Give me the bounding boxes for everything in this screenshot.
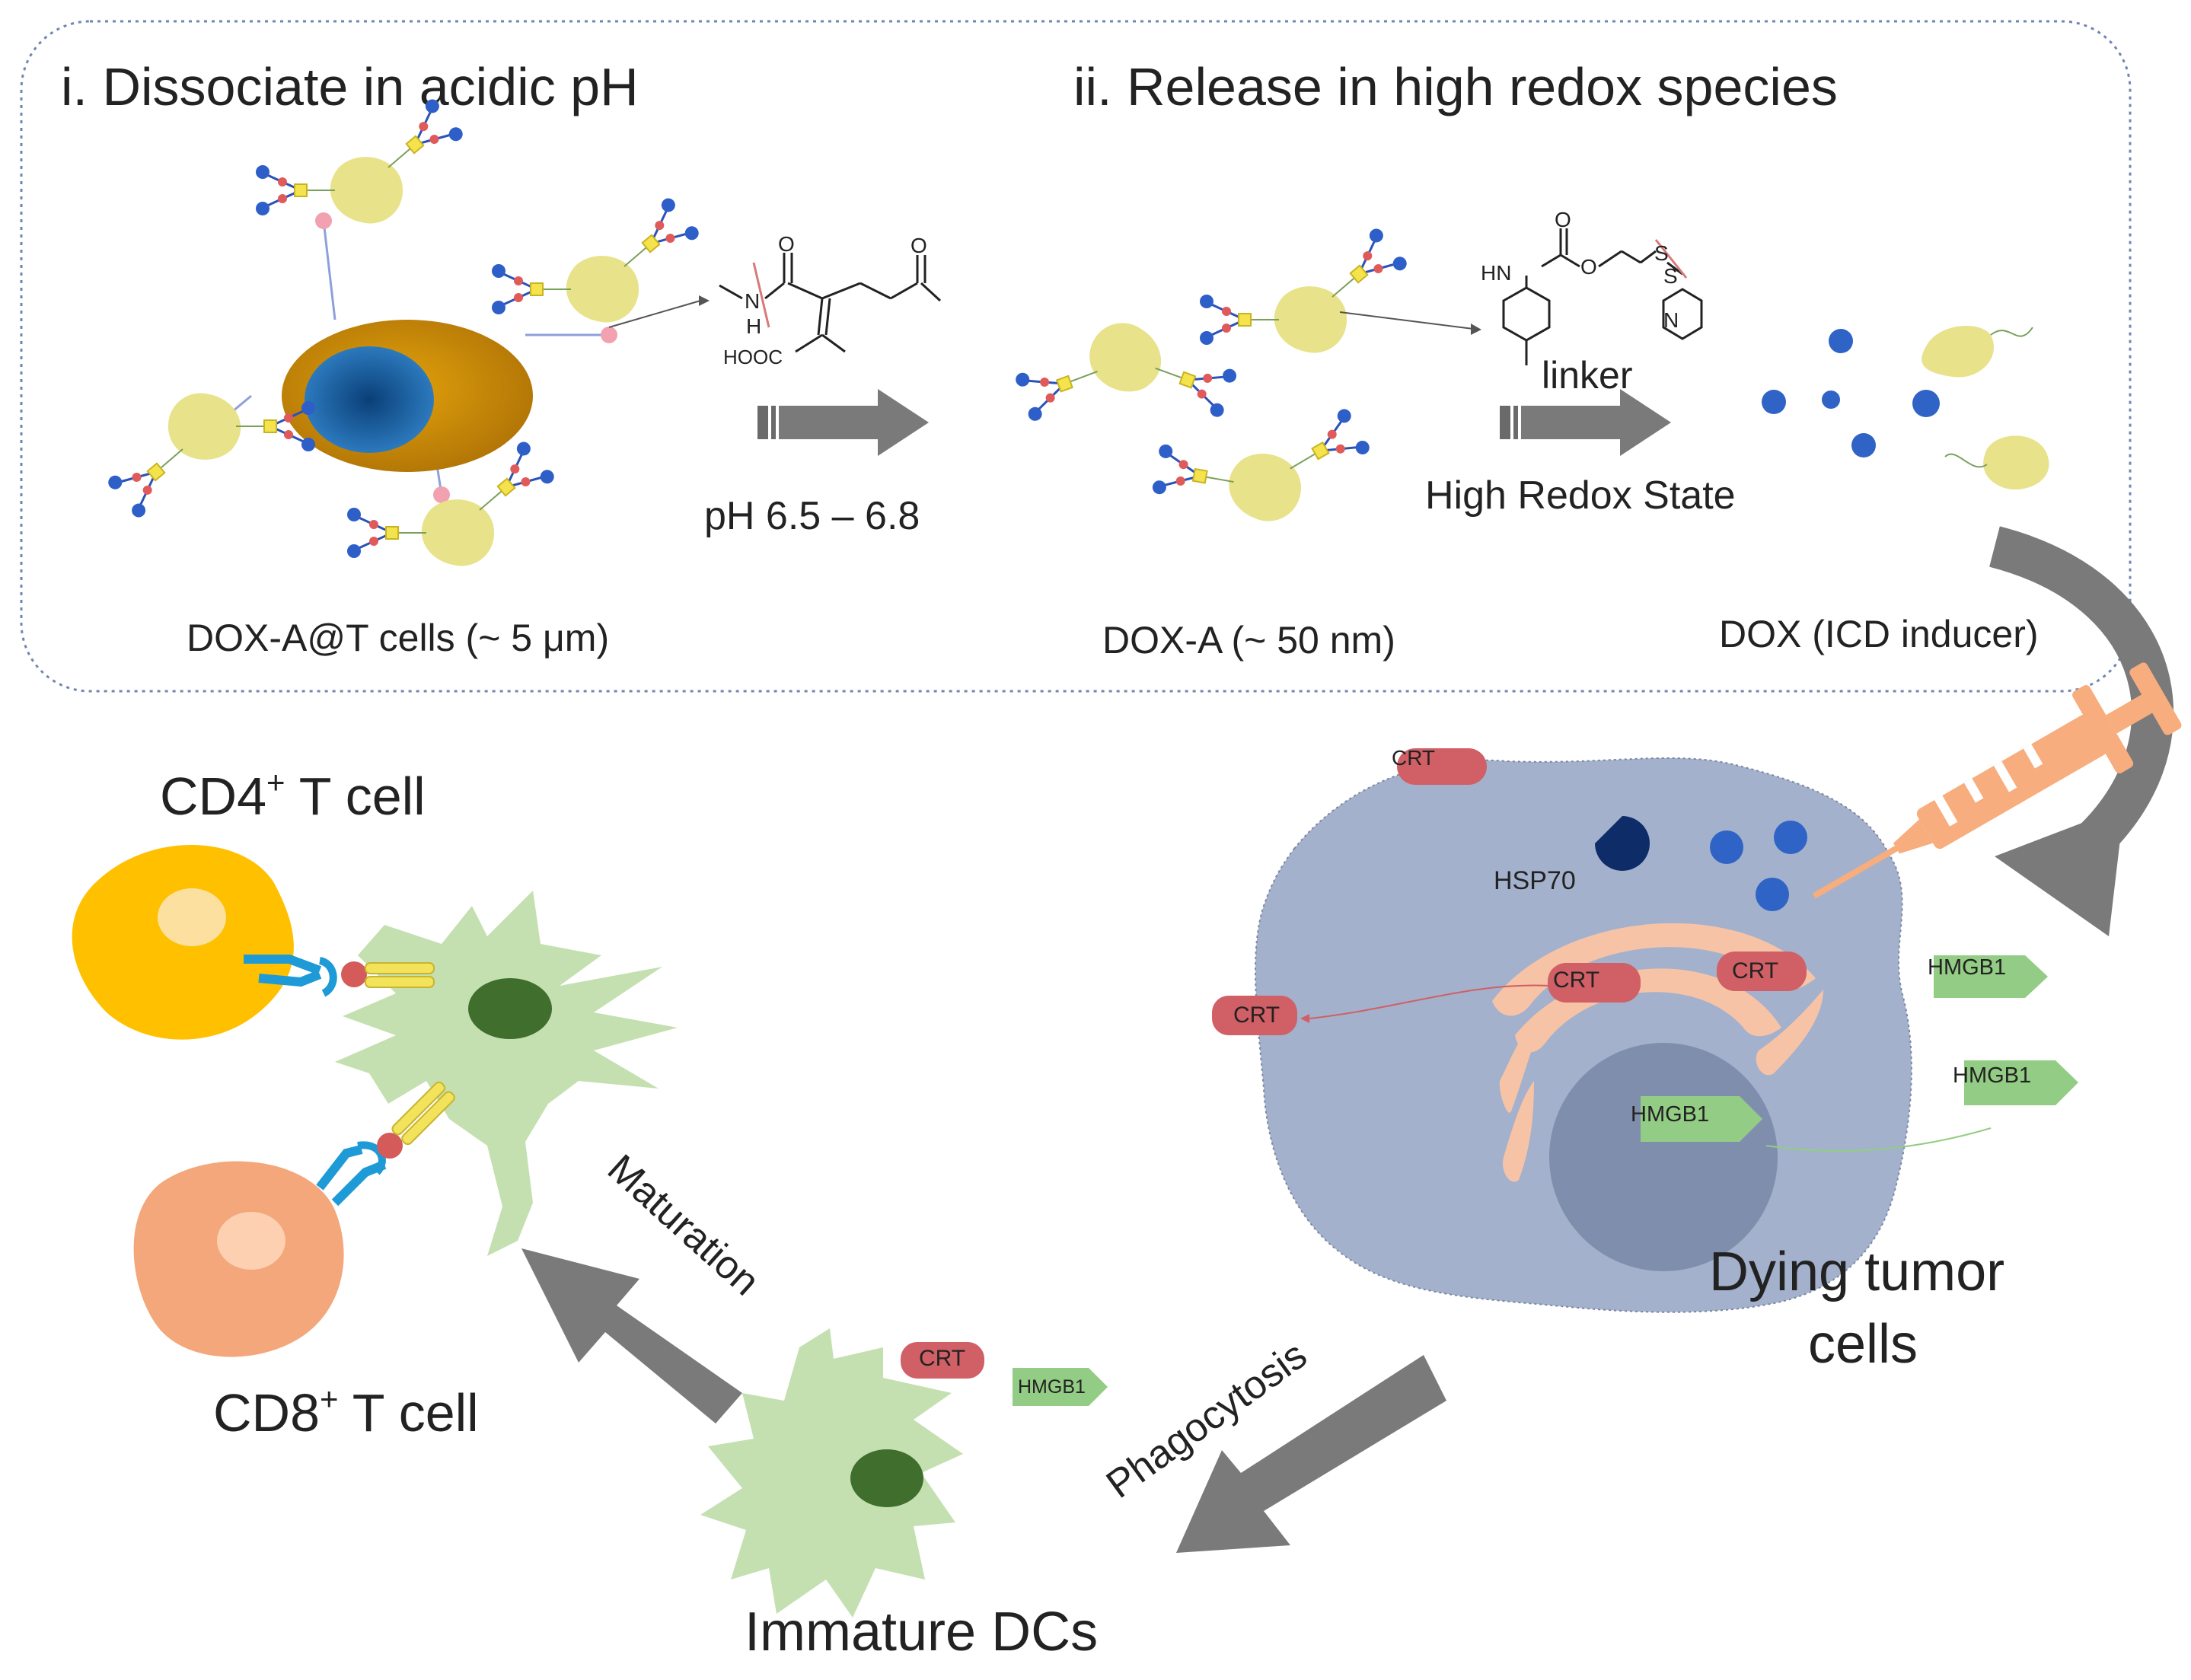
cd4-t-cell: [72, 845, 435, 1040]
label-dox-a-t-cells: DOX-A@T cells (~ 5 μm): [187, 617, 609, 659]
label-dox: DOX (ICD inducer): [1719, 613, 2039, 655]
crt-er-left-label: CRT: [1553, 968, 1599, 993]
hmgb1-released-1: HMGB1: [1928, 955, 2048, 998]
disulfide-linker-structure: [1502, 228, 1703, 365]
maturation-arrow-icon: [521, 1248, 742, 1423]
crt-er-left: CRT: [1548, 963, 1641, 1003]
phagocytosis-arrow-icon: [1176, 1355, 1446, 1553]
top-panel-frame: [20, 20, 2132, 693]
panel-title-acidic: i. Dissociate in acidic pH: [61, 57, 639, 116]
chem-cooh: HOOC: [723, 346, 783, 368]
acid-cleavable-structure: [719, 253, 942, 353]
chem-n-1: N: [745, 289, 760, 313]
immature-dc: [700, 1328, 963, 1618]
crt-er-right: CRT: [1717, 952, 1807, 991]
dying-tumor-cell: [1255, 757, 1912, 1313]
crt-exposed-label: CRT: [1233, 1003, 1280, 1028]
arrow-right-icon: [1500, 389, 1671, 456]
label-hsp70: HSP70: [1494, 866, 1576, 895]
dox-a-nanoparticles: [1000, 226, 1481, 537]
crt-er-right-label: CRT: [1732, 958, 1778, 983]
dc-hmgb1-label: HMGB1: [1018, 1376, 1086, 1398]
chem-s-2: S: [1663, 264, 1678, 288]
dox-a-t-cell: [106, 97, 710, 566]
dc-crt: CRT: [901, 1342, 984, 1379]
chem-o-2: O: [911, 234, 927, 257]
label-dox-a: DOX-A (~ 50 nm): [1102, 619, 1395, 661]
chem-o-ester: O: [1580, 255, 1597, 279]
chem-hn: HN: [1481, 261, 1511, 285]
panel-title-redox: ii. Release in high redox species: [1073, 57, 1838, 116]
dc-hmgb1: HMGB1: [1013, 1368, 1108, 1406]
hmgb1-released-2: HMGB1: [1953, 1060, 2078, 1105]
label-linker: linker: [1542, 354, 1632, 397]
hmgb1-released-1-label: HMGB1: [1928, 955, 2006, 980]
label-ph-condition: pH 6.5 – 6.8: [704, 494, 920, 538]
label-immature-dcs: Immature DCs: [745, 1602, 1098, 1662]
chem-h-1: H: [746, 314, 761, 338]
chem-o-1: O: [778, 232, 795, 256]
chem-n-ring: N: [1663, 308, 1679, 332]
label-cd8-t-cell: CD8+ T cell: [213, 1381, 479, 1443]
label-redox-condition: High Redox State: [1425, 473, 1736, 518]
chem-o-carbonyl: O: [1555, 208, 1571, 231]
released-dox: [1762, 326, 2049, 490]
hmgb1-released-2-label: HMGB1: [1953, 1063, 2031, 1088]
crt-top: CRT: [1392, 746, 1487, 785]
label-cd4-t-cell: CD4+ T cell: [160, 764, 426, 826]
cd8-t-cell: [133, 1081, 455, 1357]
dc-crt-label: CRT: [919, 1346, 965, 1371]
crt-exposed: CRT: [1212, 984, 1550, 1035]
crt-top-label: CRT: [1392, 746, 1435, 770]
syringe-icon: [1812, 662, 2182, 899]
arrow-right-icon: [757, 389, 929, 456]
hmgb1-nucleus: HMGB1: [1631, 1096, 1992, 1152]
chem-s-1: S: [1654, 241, 1669, 265]
hmgb1-nucleus-label: HMGB1: [1631, 1102, 1709, 1127]
label-dying-tumor-2: cells: [1808, 1314, 1918, 1375]
label-dying-tumor-1: Dying tumor: [1709, 1242, 2004, 1302]
